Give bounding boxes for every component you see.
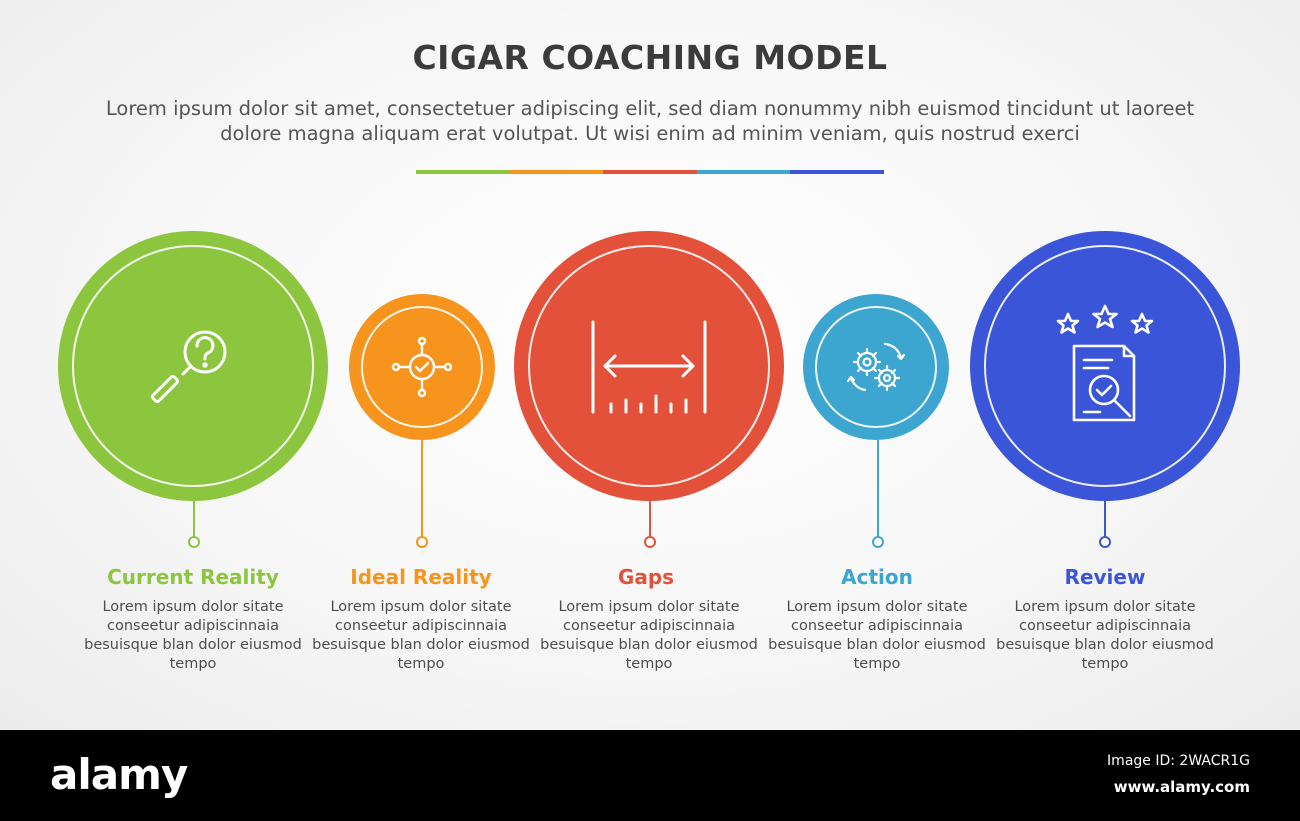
divider-segment bbox=[509, 170, 604, 174]
page-subtitle: Lorem ipsum dolor sit amet, consectetuer… bbox=[105, 97, 1195, 145]
step-label-action: Action bbox=[841, 565, 913, 589]
connector-line bbox=[193, 501, 195, 537]
network-check-icon bbox=[387, 332, 457, 402]
step-label-ideal-reality: Ideal Reality bbox=[350, 565, 492, 589]
divider-segment bbox=[696, 170, 791, 174]
step-label-current-reality: Current Reality bbox=[107, 565, 279, 589]
step-description: Lorem ipsum dolor sitate conseetur adipi… bbox=[996, 599, 1214, 672]
site-url: www.alamy.com bbox=[1113, 778, 1250, 796]
image-id-text: Image ID: 2WACR1G bbox=[1107, 753, 1250, 769]
connector-node bbox=[1099, 536, 1111, 548]
color-divider bbox=[416, 170, 884, 174]
step-ring bbox=[361, 306, 483, 428]
divider-segment bbox=[603, 170, 697, 174]
step-ring bbox=[815, 306, 937, 428]
connector-node bbox=[644, 536, 656, 548]
document-review-stars-icon bbox=[1050, 300, 1160, 428]
step-label-gaps: Gaps bbox=[617, 565, 675, 589]
infographic-canvas: CIGAR COACHING MODEL Lorem ipsum dolor s… bbox=[0, 0, 1300, 730]
connector-line bbox=[877, 440, 879, 537]
step-description: Lorem ipsum dolor sitate conseetur adipi… bbox=[540, 599, 758, 672]
divider-segment bbox=[416, 170, 510, 174]
measure-gap-icon bbox=[589, 316, 709, 416]
step-ring bbox=[528, 245, 770, 487]
connector-node bbox=[416, 536, 428, 548]
step-description: Lorem ipsum dolor sitate conseetur adipi… bbox=[84, 599, 302, 672]
step-ring bbox=[984, 245, 1226, 487]
connector-line bbox=[1104, 501, 1106, 537]
step-description: Lorem ipsum dolor sitate conseetur adipi… bbox=[312, 599, 530, 672]
magnifier-question-icon bbox=[143, 316, 243, 416]
connector-line bbox=[421, 440, 423, 537]
step-ring bbox=[72, 245, 314, 487]
connector-line bbox=[649, 501, 651, 537]
connector-node bbox=[188, 536, 200, 548]
gears-icon bbox=[841, 332, 911, 402]
step-description: Lorem ipsum dolor sitate conseetur adipi… bbox=[768, 599, 986, 672]
divider-segment bbox=[790, 170, 884, 174]
brand-logo: alamy bbox=[50, 750, 188, 799]
watermark-footer: alamy Image ID: 2WACR1G www.alamy.com bbox=[0, 730, 1300, 821]
connector-node bbox=[872, 536, 884, 548]
step-label-review: Review bbox=[1064, 565, 1146, 589]
page-title: CIGAR COACHING MODEL bbox=[412, 38, 888, 77]
